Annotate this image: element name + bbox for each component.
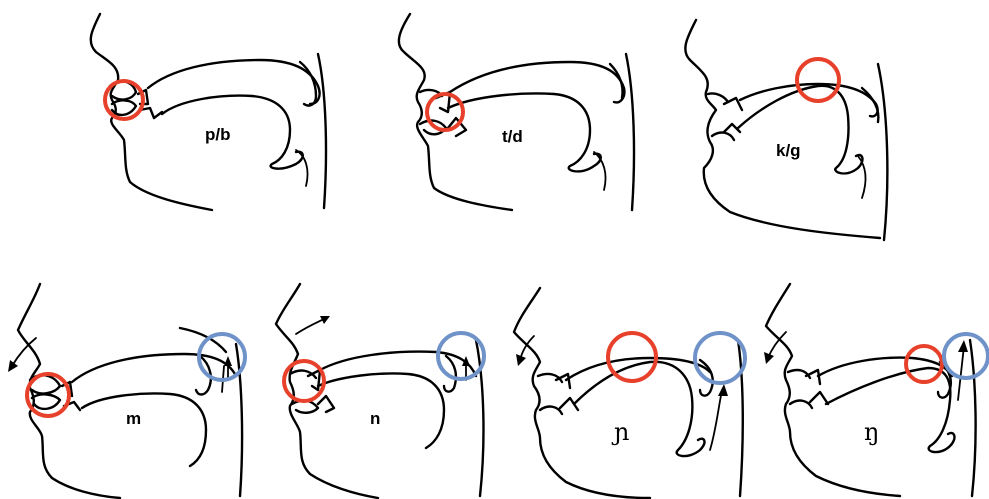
tongue xyxy=(738,86,862,174)
palate xyxy=(148,60,320,104)
label-velar-stop: k/g xyxy=(776,141,801,160)
airflow-arrowhead-nose xyxy=(8,360,18,372)
tongue xyxy=(318,374,444,449)
closure-circle-velar xyxy=(797,59,839,101)
velum xyxy=(610,64,623,98)
airflow-arrow-nose xyxy=(12,338,36,366)
face-profile xyxy=(399,14,512,210)
tongue xyxy=(162,96,303,169)
pharynx-wall xyxy=(970,340,976,496)
pharynx-wall xyxy=(878,64,887,240)
label-alveolar-stop: t/d xyxy=(502,127,523,146)
tongue xyxy=(448,94,601,172)
panel-alveolar-stop: t/d xyxy=(399,14,634,210)
label-velar-nasal: ŋ xyxy=(864,418,879,446)
tongue xyxy=(82,394,206,466)
palate xyxy=(450,62,624,102)
palate xyxy=(566,358,710,380)
panel-velar-nasal: ŋ xyxy=(764,284,988,496)
face-profile xyxy=(685,20,880,238)
panel-alveolar-nasal: n xyxy=(276,284,484,498)
epiglottis xyxy=(594,152,606,190)
closure-circle-alveolar xyxy=(427,94,463,130)
nasal-circle-velum xyxy=(944,334,988,378)
teeth xyxy=(806,370,828,404)
pharynx-wall xyxy=(318,54,326,208)
label-bilabial-stop: p/b xyxy=(205,125,231,144)
airflow-arrow-nasal xyxy=(958,346,964,400)
palate xyxy=(818,358,952,376)
panel-palatal-nasal: ɲ xyxy=(514,288,745,498)
airflow-arrowhead-nasal xyxy=(224,356,232,366)
epiglottis xyxy=(296,150,308,186)
pharynx-wall xyxy=(738,340,743,496)
panel-velar-stop: k/g xyxy=(685,20,887,240)
lower-teeth xyxy=(140,108,162,118)
airflow-arrowhead-nasal xyxy=(718,384,728,396)
epiglottis xyxy=(858,156,865,198)
face-profile xyxy=(514,288,650,498)
tongue xyxy=(826,368,954,452)
panel-bilabial-nasal: m xyxy=(8,284,245,498)
label-alveolar-nasal: n xyxy=(370,409,380,428)
tongue xyxy=(574,362,704,456)
panel-bilabial-stop: p/b xyxy=(91,14,326,210)
nasal-circle-velum xyxy=(695,333,745,383)
airflow-arrow-nasal xyxy=(710,390,722,450)
label-palatal-nasal: ɲ xyxy=(611,418,629,446)
airflow-arrow-nose xyxy=(296,318,326,334)
face-profile xyxy=(766,284,900,496)
airflow-arrowhead-nasal xyxy=(958,340,968,352)
nasal-cavity xyxy=(180,328,226,352)
label-bilabial-nasal: m xyxy=(126,409,141,428)
pharynx-wall xyxy=(626,54,634,210)
